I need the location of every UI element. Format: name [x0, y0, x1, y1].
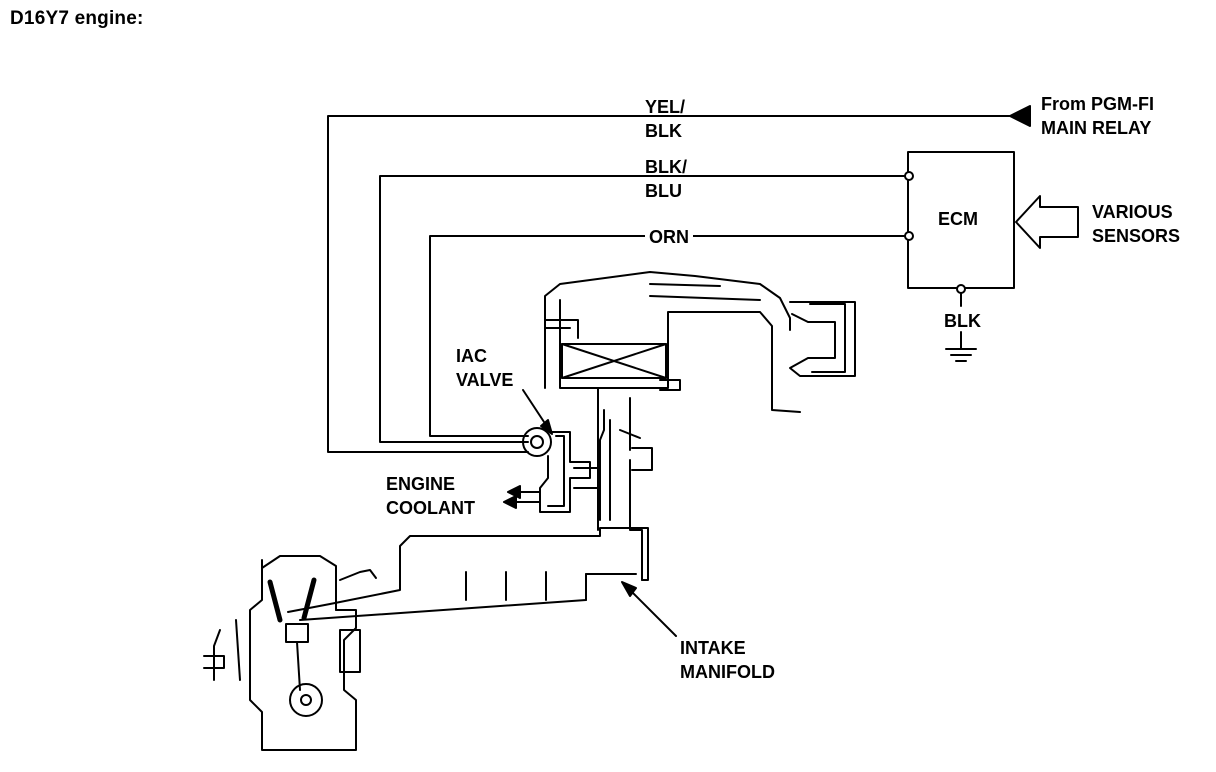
engine-valve-right	[301, 577, 317, 621]
ecm-terminal-3	[956, 284, 966, 294]
resonator	[789, 301, 856, 377]
wire-label-orn: ORN	[645, 225, 693, 249]
iac-air-bypass	[573, 467, 601, 489]
resonator-inner	[809, 303, 846, 373]
sensors-label: VARIOUS SENSORS	[1092, 202, 1181, 246]
throttle-body	[599, 409, 653, 521]
intake-snorkel	[545, 319, 579, 339]
air-filter-cross	[561, 343, 667, 379]
iac-valve-housing	[539, 431, 591, 513]
sensors-arrow-icon	[1015, 195, 1079, 249]
engine-crank-hub	[300, 694, 312, 706]
iac-pointer	[522, 389, 549, 429]
engine-sensor-stub	[203, 655, 225, 669]
ecm-terminal-2	[904, 231, 914, 241]
engine-piston	[285, 623, 309, 643]
engine-injector	[339, 569, 377, 581]
relay-arrow-icon	[1009, 105, 1031, 127]
ecm-label: ECM	[938, 209, 978, 229]
wire-label-blk-blu: BLK/ BLU	[645, 157, 687, 201]
iac-valve-label: IAC VALVE	[456, 346, 514, 390]
engine-crank-gear	[289, 683, 323, 717]
page-title: D16Y7 engine:	[10, 8, 144, 29]
iac-valve-core	[530, 435, 544, 449]
ecm-terminal-1	[904, 171, 914, 181]
air-cleaner-inner	[559, 299, 801, 413]
wire-orn	[429, 235, 911, 437]
engine-exhaust	[213, 619, 241, 681]
relay-label: From PGM-FI MAIN RELAY	[1041, 94, 1154, 138]
intake-manifold-label: INTAKE MANIFOLD	[680, 638, 775, 682]
intake-pointer-head	[621, 581, 637, 597]
wire-blk-blu	[379, 175, 911, 443]
intake-duct	[649, 283, 761, 301]
coolant-label: ENGINE COOLANT	[386, 474, 475, 518]
engine-head	[261, 555, 337, 611]
engine-sensor	[339, 629, 361, 673]
iac-pointer-head	[540, 419, 553, 435]
filter-outlet	[659, 379, 681, 391]
coolant-arrow-icon	[503, 495, 517, 509]
iac-valve-inner	[547, 435, 565, 507]
air-cleaner-housing	[544, 271, 791, 389]
ground-icon	[945, 348, 977, 362]
wire-yel-blk	[327, 115, 1011, 453]
intake-pointer	[627, 587, 677, 637]
coolant-arrow-icon-2	[507, 485, 521, 499]
engine-valve-left	[267, 579, 283, 623]
engine-block-outline	[249, 559, 357, 751]
engine-conrod	[296, 641, 301, 691]
wire-label-yel-blk: YEL/ BLK	[645, 97, 686, 141]
throttle-tube	[597, 387, 643, 581]
ground-label: BLK	[944, 311, 981, 331]
air-filter-element	[561, 343, 667, 379]
intake-plenum	[287, 527, 649, 613]
iac-valve-body	[522, 427, 552, 457]
